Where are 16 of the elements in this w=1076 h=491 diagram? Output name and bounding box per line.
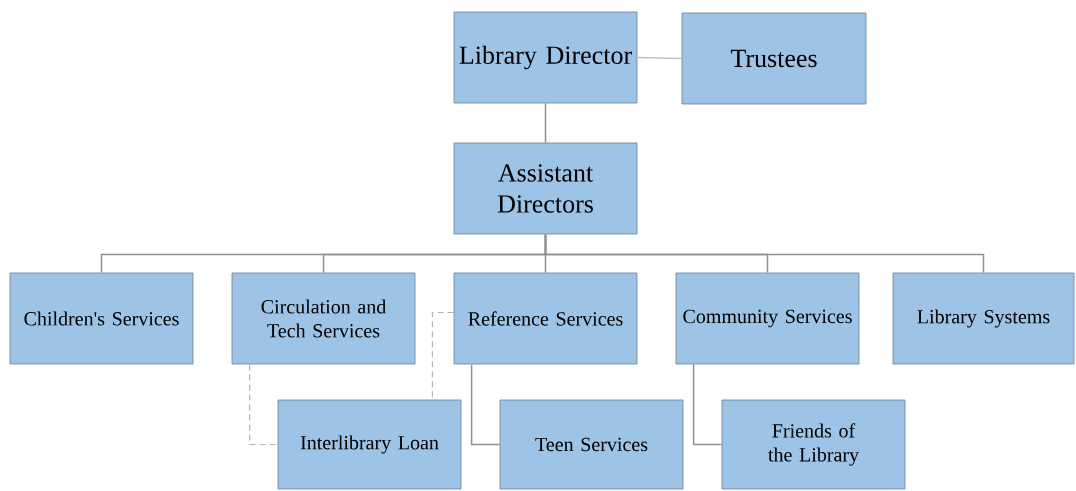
org-box: Community Services bbox=[675, 272, 860, 365]
org-box: Library Systems bbox=[892, 272, 1075, 365]
org-box: Library Director bbox=[453, 11, 638, 104]
org-box: Circulation and Tech Services bbox=[231, 272, 416, 365]
connector-line bbox=[692, 363, 723, 446]
connector-line bbox=[544, 102, 547, 144]
org-box: Reference Services bbox=[453, 272, 638, 365]
org-box: Trustees bbox=[681, 12, 867, 105]
org-box: Friends of the Library bbox=[721, 399, 906, 490]
connector-line bbox=[470, 363, 501, 446]
org-box: Assistant Directors bbox=[453, 142, 638, 235]
org-box: Children's Services bbox=[9, 272, 194, 365]
connector-line bbox=[544, 233, 985, 274]
connector-line bbox=[636, 56, 683, 60]
org-box: Interlibrary Loan bbox=[277, 399, 462, 490]
org-box: Teen Services bbox=[499, 399, 684, 490]
